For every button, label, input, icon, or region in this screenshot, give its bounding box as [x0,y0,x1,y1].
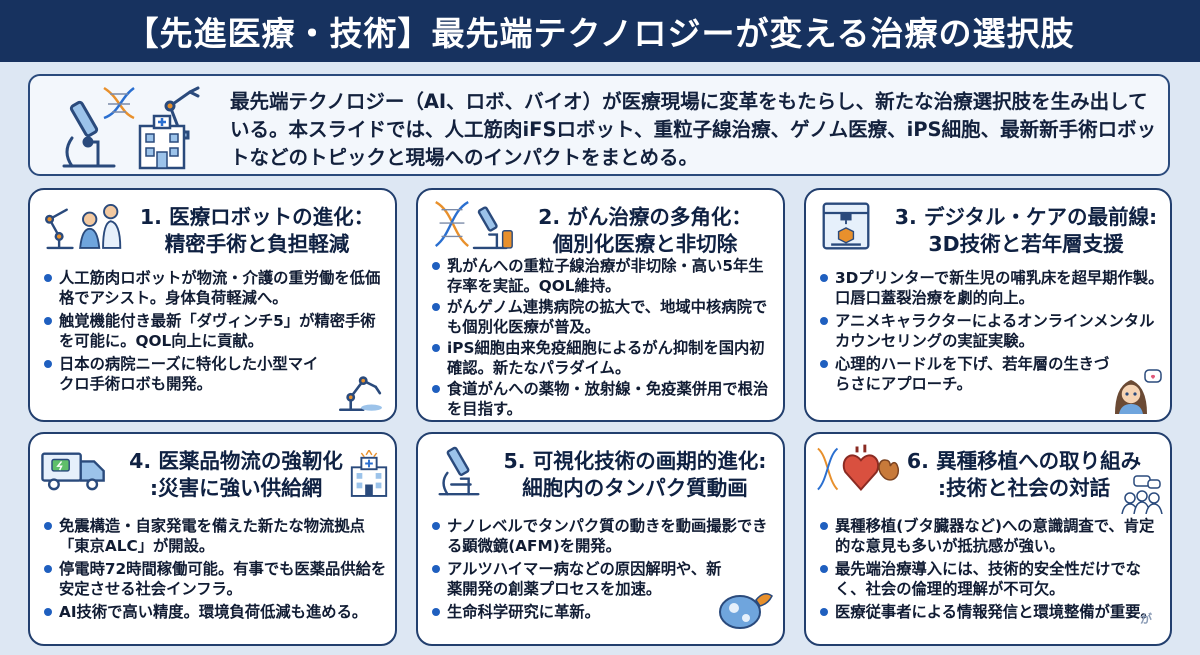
list-item: 日本の病院ニーズに特化した小型マイクロ手術ロボも開発。 [44,354,324,394]
list-item: 停電時72時間稼働可能。有事でも医薬品供給を安定させる社会インフラ。 [44,559,392,599]
title-bar: 【先進医療・技術】最先端テクノロジーが変える治療の選択肢 [0,0,1200,62]
card-title-line2: :技術と社会の対話 [937,476,1111,500]
anime-character-icon [1115,369,1162,414]
dna-microscope-icon [434,201,513,250]
list-item: 3Dプリンターで新生児の哺乳床を超早期作製。口唇口蓋裂治療を劇的向上。 [820,268,1164,308]
microscope-dna-robot-hospital-icon [62,86,200,170]
card-title-line1: 6. 異種移植への取り組み [906,449,1142,473]
list-item: ナノレベルでタンパク質の動きを動画撮影できる顕微鏡(AFM)を開発。 [432,516,778,556]
card-title-line2: :災害に強い供給網 [149,476,323,500]
delivery-truck-icon [41,452,105,491]
list-item: 異種移植(ブタ臓器など)への意識調査で、肯定的な意見も多いが抵抗感が強い。 [820,516,1166,556]
card-title-line1: 3. デジタル・ケアの最前線: [894,205,1158,229]
card-title-line2: 3D技術と若年層支援 [928,232,1124,256]
card-title-line2: 細胞内のタンパク質動画 [522,476,748,500]
3d-printer-icon [822,202,870,250]
robot-arm-icon [339,376,382,412]
card-title: 4. 医薬品物流の強靭化 :災害に強い供給網 [116,448,356,502]
hospital-icon [350,450,388,497]
list-item: がんゲノム連携病院の拡大で、地域中核病院でも個別化医療が普及。 [432,297,778,337]
card-title: 3. デジタル・ケアの最前線: 3D技術と若年層支援 [886,204,1166,258]
card-title: 6. 異種移植への取り組み :技術と社会の対話 [904,448,1144,502]
card-title-line2: 精密手術と負担軽減 [164,232,350,256]
list-item: アニメキャラクターによるオンラインメンタルカウンセリングの実証実験。 [820,311,1164,351]
list-item: 最先端治療導入には、技術的安全性だけでなく、社会の倫理的理解が不可欠。 [820,559,1166,599]
card-title-line1: 4. 医薬品物流の強靭化 [129,449,343,473]
list-item: AI技術で高い精度。環境負荷低減も進める。 [44,602,392,622]
card-visualization: 5. 可視化技術の画期的進化: 細胞内のタンパク質動画 ナノレベルでタンパク質の… [416,432,785,646]
list-item: 食道がんへの薬物・放射線・免疫薬併用で根治を目指す。 [432,379,778,419]
bullet-list: 3Dプリンターで新生児の哺乳床を超早期作製。口唇口蓋裂治療を劇的向上。 アニメキ… [820,268,1164,397]
people-discussion-icon [1121,475,1163,514]
watermark-text: が [1140,612,1153,626]
intro-text: 最先端テクノロジー（AI、ロボ、バイオ）が医療現場に変革をもたらし、新たな治療選… [230,90,1157,169]
robot-arm-caregiver-icon [45,203,122,250]
list-item: 心理的ハードルを下げ、若年層の生きづらさにアプローチ。 [820,354,1110,394]
card-title-line2: 個別化医療と非切除 [552,232,738,256]
card-digital-care: 3. デジタル・ケアの最前線: 3D技術と若年層支援 3Dプリンターで新生児の哺… [804,188,1172,422]
bullet-list: ナノレベルでタンパク質の動きを動画撮影できる顕微鏡(AFM)を開発。 アルツハイ… [432,516,778,625]
list-item: 人工筋肉ロボットが物流・介護の重労働を低価格でアシスト。身体負荷軽減へ。 [44,268,390,308]
list-item: 免震構造・自家発電を備えた新たな物流拠点「東京ALC」が開設。 [44,516,392,556]
page-title: 【先進医療・技術】最先端テクノロジーが変える治療の選択肢 [125,14,1075,53]
bullet-list: 乳がんへの重粒子線治療が非切除・高い5年生存率を実証。QOL維持。 がんゲノム連… [432,256,778,420]
bullet-list: 免震構造・自家発電を備えた新たな物流拠点「東京ALC」が開設。 停電時72時間稼… [44,516,392,625]
cell-protein-icon [719,593,773,629]
list-item: 触覚機能付き最新「ダヴィンチ5」が精密手術を可能に。QOL向上に貢献。 [44,311,390,351]
bullet-list: 異種移植(ブタ臓器など)への意識調査で、肯定的な意見も多いが抵抗感が強い。 最先… [820,516,1166,625]
card-xenotransplant: 6. 異種移植への取り組み :技術と社会の対話 異種移植(ブタ臓器など)への意識… [804,432,1172,646]
list-item: アルツハイマー病などの原因解明や、新薬開発の創薬プロセスを加速。 [432,559,732,599]
intro-box: 最先端テクノロジー（AI、ロボ、バイオ）が医療現場に変革をもたらし、新たな治療選… [28,74,1170,176]
list-item: iPS細胞由来免疫細胞によるがん抑制を国内初確認。新たなパラダイム。 [432,338,778,378]
list-item: 乳がんへの重粒子線治療が非切除・高い5年生存率を実証。QOL維持。 [432,256,778,296]
card-title-line1: 5. 可視化技術の画期的進化: [503,449,767,473]
card-title-line1: 2. がん治療の多角化： [538,205,752,229]
card-title: 1. 医療ロボットの進化： 精密手術と負担軽減 [128,204,386,258]
card-cancer-treatment: 2. がん治療の多角化： 個別化医療と非切除 乳がんへの重粒子線治療が非切除・高… [416,188,785,422]
heart-kidney-organ-icon [817,444,899,492]
card-title: 5. 可視化技術の画期的進化: 細胞内のタンパク質動画 [492,448,778,502]
list-item: 生命科学研究に革新。 [432,602,778,622]
list-item: 医療従事者による情報発信と環境整備が重要。 [820,602,1166,622]
card-title: 2. がん治療の多角化： 個別化医療と非切除 [516,204,774,258]
bullet-list: 人工筋肉ロボットが物流・介護の重労働を低価格でアシスト。身体負荷軽減へ。 触覚機… [44,268,390,397]
card-pharma-logistics: 4. 医薬品物流の強靭化 :災害に強い供給網 免震構造・自家発電を備えた新たな物… [28,432,397,646]
card-title-line1: 1. 医療ロボットの進化： [139,205,375,229]
card-medical-robots: 1. 医療ロボットの進化： 精密手術と負担軽減 人工筋肉ロボットが物流・介護の重… [28,188,397,422]
microscope-icon [438,446,480,496]
